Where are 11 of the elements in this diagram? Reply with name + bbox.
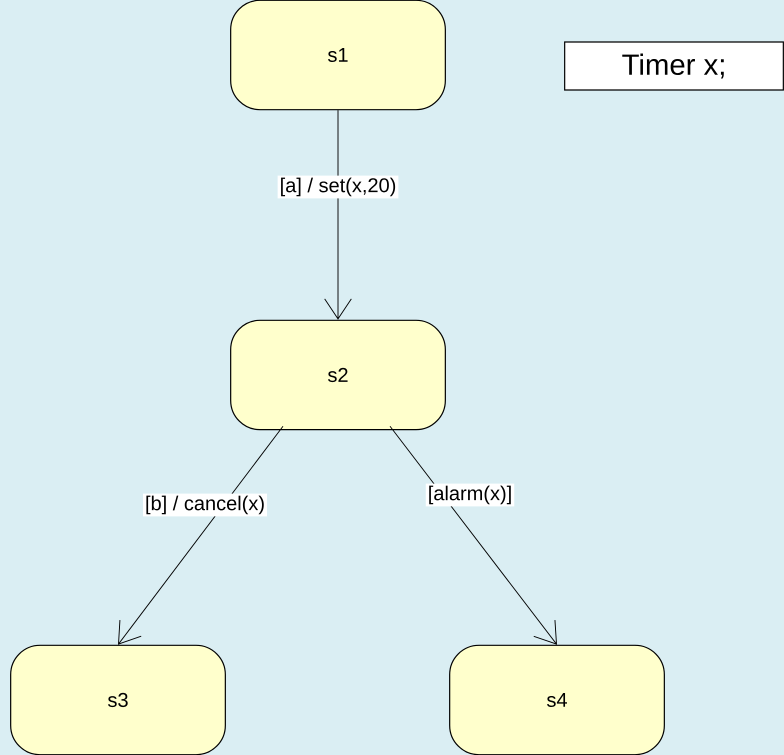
edge-label: [b] / cancel(x) bbox=[142, 494, 268, 516]
edge-label: [alarm(x)] bbox=[426, 484, 514, 506]
arrow bbox=[324, 110, 352, 320]
declaration-box: Timer x; bbox=[564, 41, 784, 91]
state-box: s4 bbox=[449, 644, 665, 755]
state-box: s2 bbox=[230, 320, 446, 430]
arrow bbox=[390, 426, 557, 645]
state-box: s1 bbox=[230, 0, 446, 110]
state-box: s3 bbox=[10, 644, 226, 755]
edge-label: [a] / set(x,20) bbox=[278, 176, 398, 198]
arrow bbox=[118, 426, 284, 645]
